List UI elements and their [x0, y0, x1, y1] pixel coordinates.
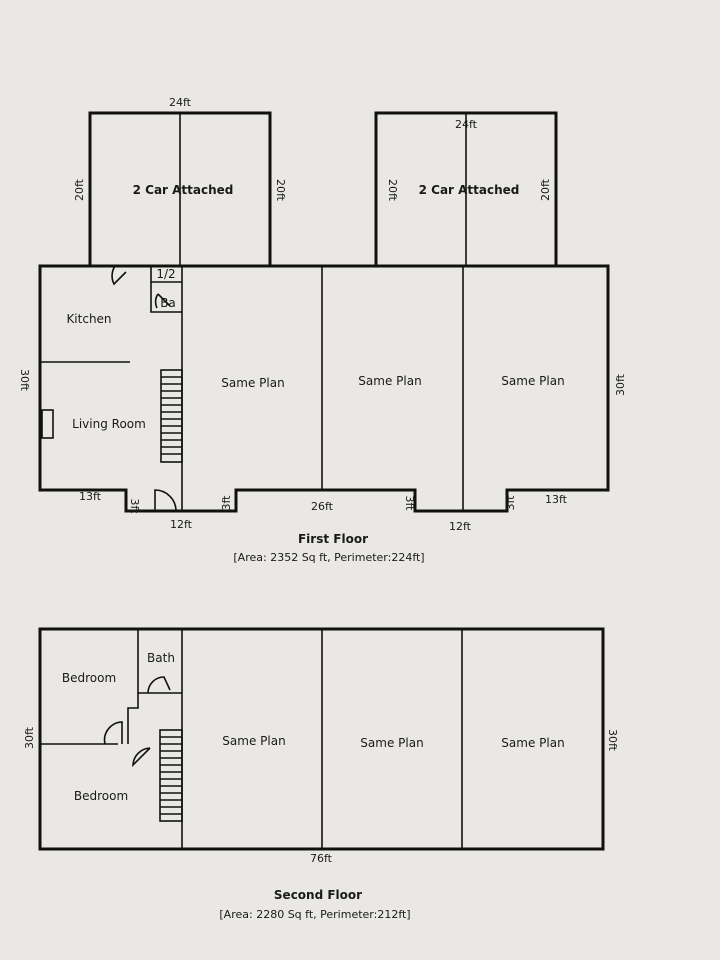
first-floor-left-bottom: 13ft	[79, 490, 102, 503]
bath-door-icon	[147, 676, 171, 694]
fireplace-icon	[41, 409, 54, 439]
second-floor-right-depth: 30ft	[606, 729, 619, 752]
first-floor-middle: 26ft	[311, 500, 334, 513]
hall-wall	[127, 693, 139, 744]
garage-right-width: 24ft	[455, 118, 478, 131]
first-floor-stats: [Area: 2352 Sq ft, Perimeter:224ft]	[233, 551, 424, 564]
garage-left-depth-right: 20ft	[274, 179, 287, 202]
garage-left: 24ft 2 Car Attached 20ft 20ft	[73, 96, 287, 268]
stairs-icon	[160, 369, 183, 463]
second-floor-title: Second Floor	[274, 888, 362, 902]
second-same-plan-label-1: Same Plan	[222, 734, 285, 748]
first-floor-right-depth: 30ft	[614, 373, 627, 396]
garage-right-depth-left: 20ft	[386, 179, 399, 202]
bedroom-top-door-icon	[103, 721, 123, 745]
garage-right: 24ft 2 Car Attached 20ft 20ft	[374, 111, 558, 268]
bedroom-bottom-door-icon	[132, 747, 151, 768]
garage-right-depth-right: 20ft	[539, 178, 552, 201]
garage-left-width: 24ft	[169, 96, 192, 109]
bedroom-top-label: Bedroom	[62, 671, 116, 685]
first-floor-right-step: 3ft	[504, 495, 517, 511]
first-floor-left-entry: 12ft	[170, 518, 193, 531]
first-floor-title: First Floor	[298, 532, 368, 546]
kitchen-label: Kitchen	[66, 312, 111, 326]
second-same-plan-label-2: Same Plan	[360, 736, 423, 750]
first-floor: 1/2 Ba Kitchen Living Room S	[18, 264, 627, 564]
half-bath-label-top: 1/2	[156, 267, 175, 281]
same-plan-label-1: Same Plan	[221, 376, 284, 390]
first-floor-mid-step-right: 3ft	[403, 496, 416, 512]
second-floor-stats: [Area: 2280 Sq ft, Perimeter:212ft]	[219, 908, 410, 921]
garage-left-label: 2 Car Attached	[133, 183, 234, 197]
same-plan-label-3: Same Plan	[501, 374, 564, 388]
half-bath-door-swing-icon	[154, 293, 159, 309]
garage-right-label: 2 Car Attached	[419, 183, 520, 197]
first-floor-left-depth: 30ft	[18, 369, 31, 392]
second-floor: Bedroom Bath Bedroom Same Plan Same Plan…	[23, 627, 619, 921]
bath-label: Bath	[147, 651, 175, 665]
same-plan-label-2: Same Plan	[358, 374, 421, 388]
second-floor-left-depth: 30ft	[23, 726, 36, 749]
first-floor-mid-step-left: 3ft	[220, 495, 233, 511]
living-room-label: Living Room	[72, 417, 146, 431]
second-floor-width: 76ft	[310, 852, 333, 865]
first-floor-right-entry: 12ft	[449, 520, 472, 533]
first-floor-right-bottom: 13ft	[545, 493, 568, 506]
entry-door-icon	[154, 489, 177, 512]
second-same-plan-label-3: Same Plan	[501, 736, 564, 750]
first-floor-left-step: 3ft	[128, 499, 141, 515]
second-stairs-icon	[159, 729, 183, 822]
bedroom-bottom-label: Bedroom	[74, 789, 128, 803]
half-bath-door-icon	[157, 293, 171, 307]
kitchen-door-icon	[111, 265, 127, 286]
garage-left-depth-left: 20ft	[73, 178, 86, 201]
first-floor-outline	[38, 264, 610, 513]
